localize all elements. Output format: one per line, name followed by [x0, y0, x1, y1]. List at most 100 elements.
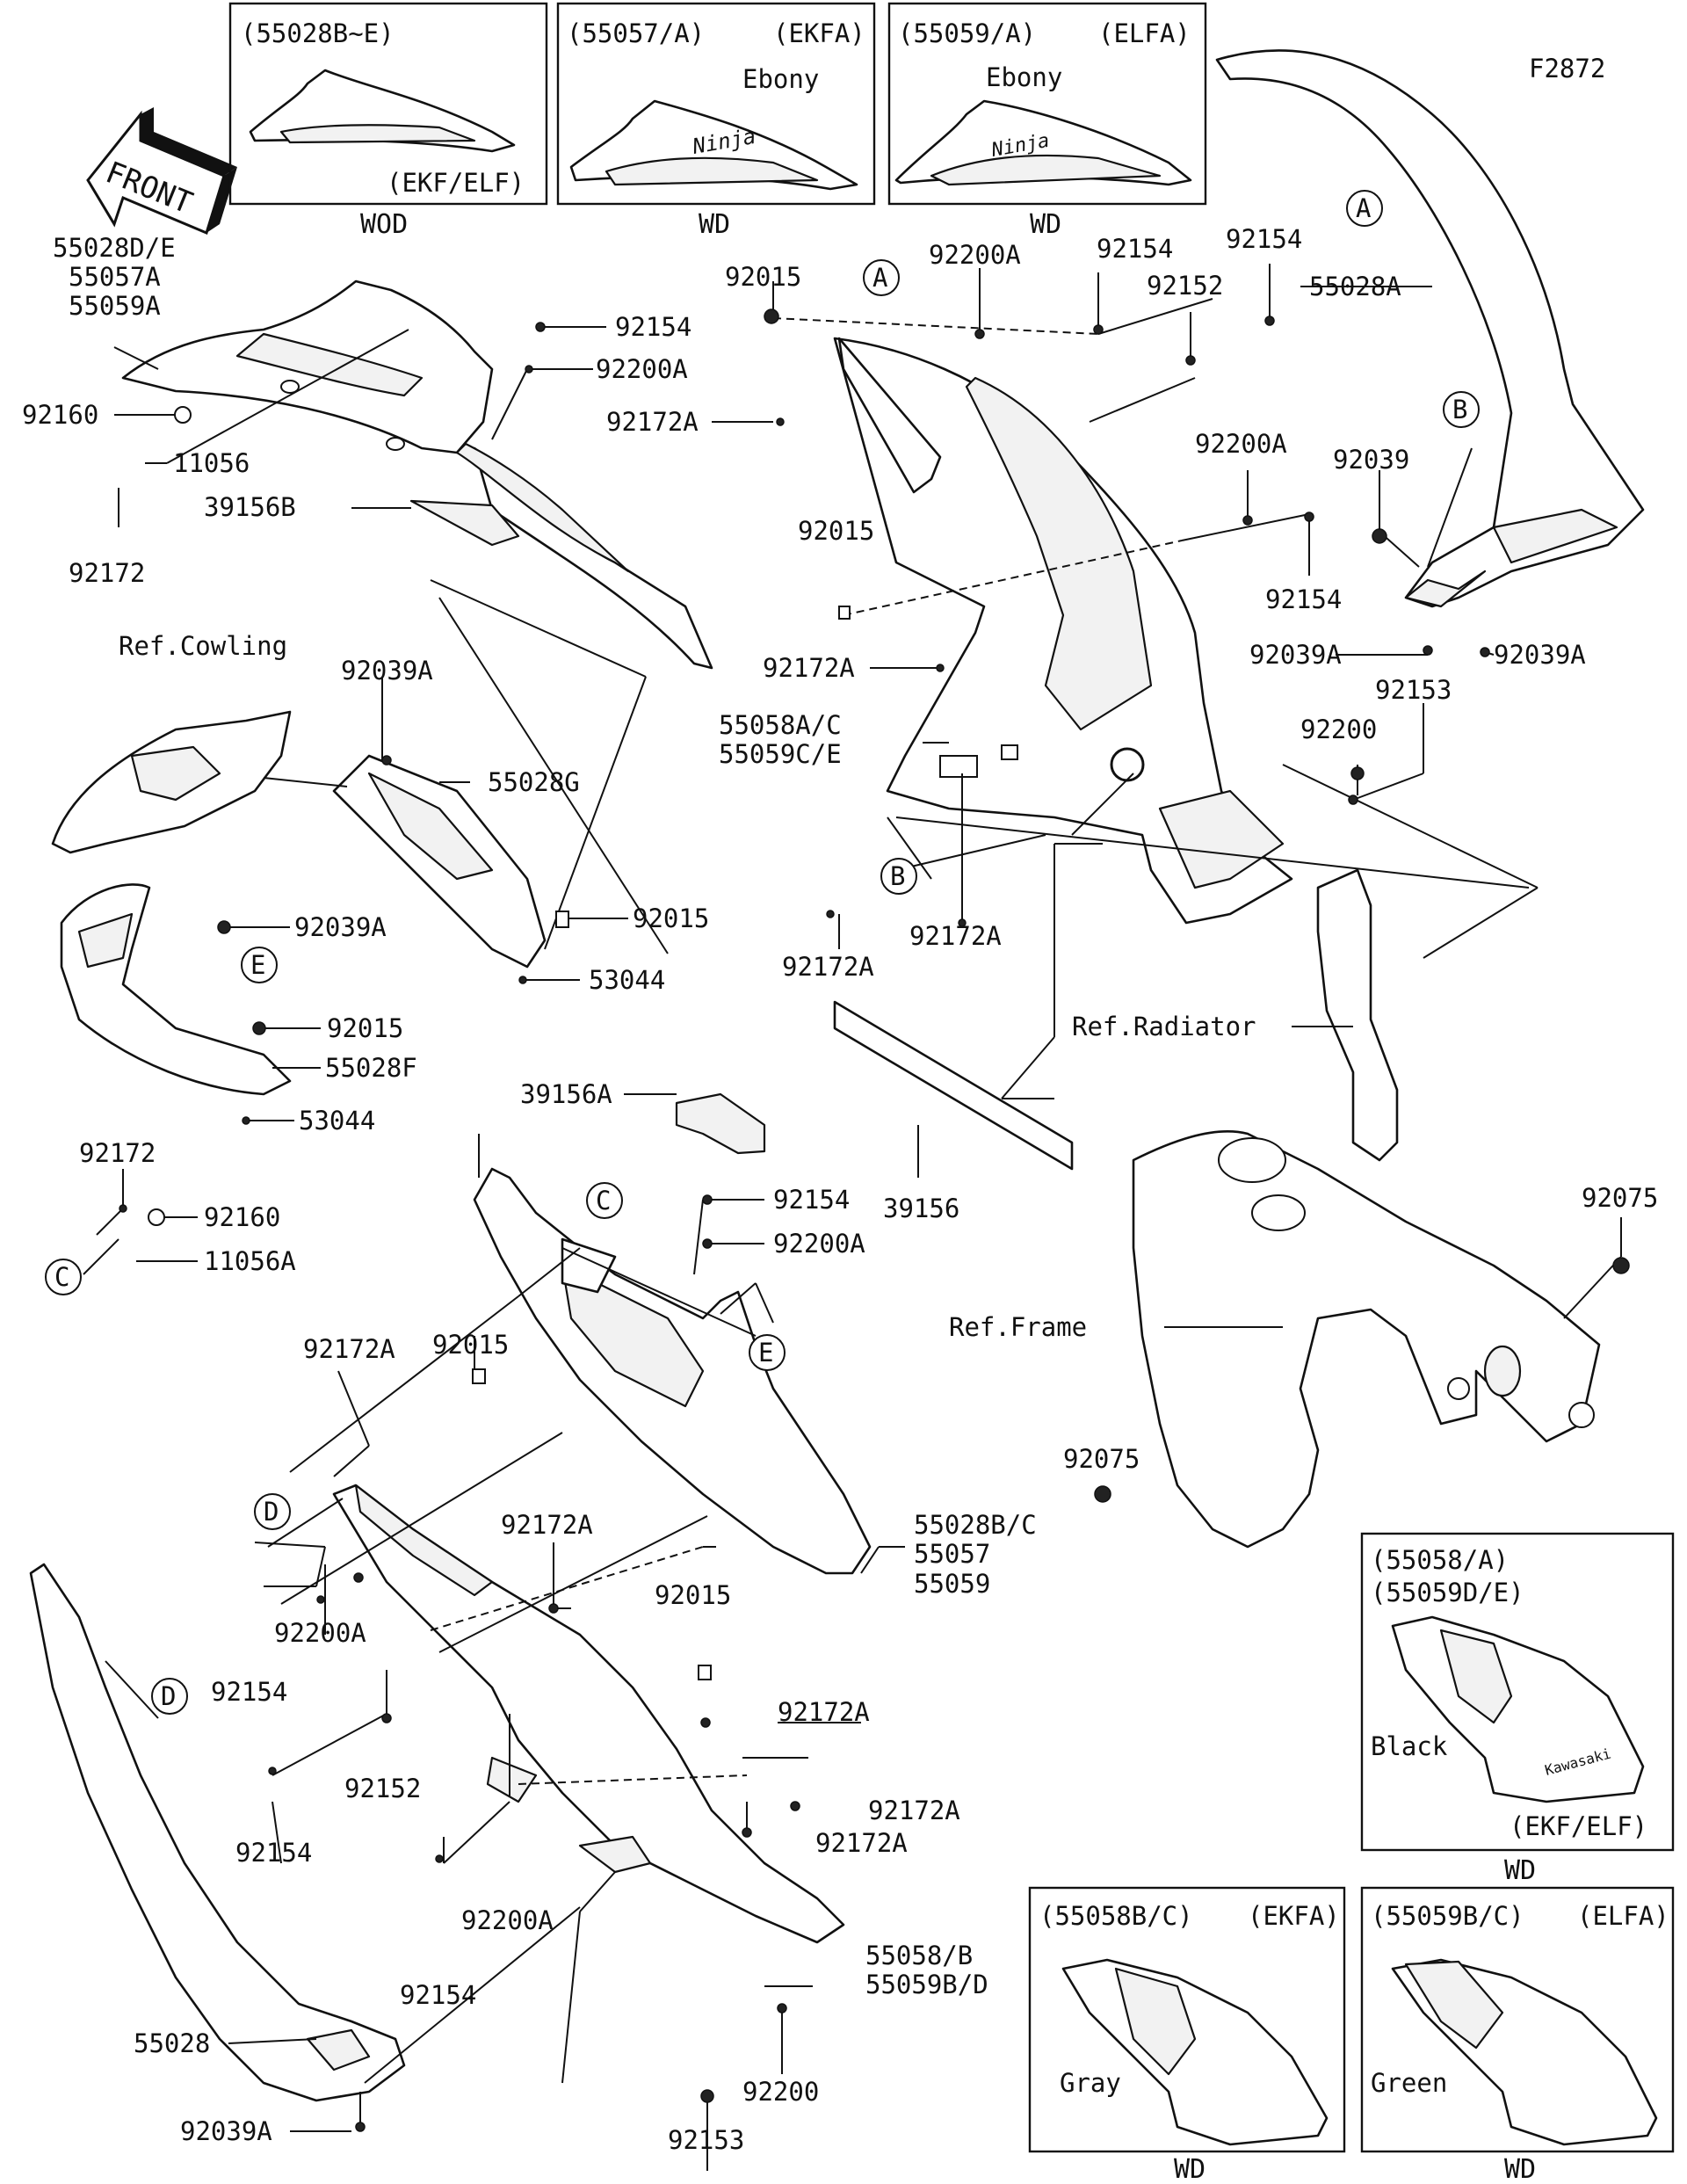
label-ref-radiator: Ref.Radiator [1072, 1012, 1256, 1041]
label-92039: 92039 [1333, 445, 1409, 475]
callout-c-1: C [586, 1182, 623, 1219]
callout-e-2: E [749, 1334, 786, 1371]
label-92172a-f: 92172A [501, 1510, 593, 1540]
label-53044-b: 53044 [299, 1106, 375, 1136]
part-labels: 55028D/E 55057A 55059A 92160 11056 92172… [22, 224, 1658, 2155]
svg-text:B: B [890, 861, 905, 891]
box5-header-right: (EKFA) [1248, 1901, 1340, 1931]
box1-header: (55028B~E) [241, 18, 395, 48]
label-92172-a: 92172 [69, 558, 145, 588]
label-11056: 11056 [173, 448, 250, 478]
callout-d-2: D [151, 1678, 188, 1715]
label-55059bd: 55059B/D [865, 1970, 988, 1999]
label-92154-a: 92154 [615, 312, 691, 342]
label-92039a-c: 92039A [341, 656, 433, 686]
label-55058ac: 55058A/C [719, 710, 842, 740]
label-92039a-d: 92039A [294, 912, 387, 942]
box4-color: Black [1371, 1731, 1448, 1761]
box6-header-right: (ELFA) [1577, 1901, 1669, 1931]
label-39156: 39156 [883, 1194, 959, 1223]
box6-color: Green [1371, 2068, 1447, 2098]
label-55028: 55028 [134, 2028, 210, 2058]
callout-a-2: A [1346, 190, 1383, 227]
label-92015-f: 92015 [655, 1580, 731, 1610]
box5-color: Gray [1060, 2068, 1121, 2098]
box1-caption: WOD [360, 209, 408, 240]
label-92200a-b: 92200A [929, 240, 1021, 270]
label-92075-b: 92075 [1063, 1444, 1140, 1474]
box2-caption: WD [699, 209, 730, 240]
lower-trim [29, 1563, 406, 2102]
svg-text:A: A [1356, 193, 1371, 223]
label-92153-a: 92153 [1375, 675, 1452, 705]
label-39156b: 39156B [204, 492, 296, 522]
label-92015-c: 92015 [633, 903, 709, 933]
svg-text:D: D [264, 1497, 279, 1527]
label-92200a-a: 92200A [596, 354, 688, 384]
callout-b-1: B [1443, 391, 1480, 428]
label-92154-h: 92154 [400, 1980, 476, 2010]
box2-header-left: (55057/A) [567, 18, 705, 48]
label-ref-frame: Ref.Frame [949, 1312, 1087, 1342]
label-92160-a: 92160 [22, 400, 98, 430]
part-39156b [409, 499, 520, 547]
part-39156a [675, 1092, 766, 1155]
upper-cowl-front [121, 279, 713, 670]
label-55028g: 55028G [488, 767, 580, 797]
label-92200a-c: 92200A [1195, 429, 1287, 459]
box2-color: Ebony [742, 64, 819, 94]
callout-a-1: A [863, 259, 900, 296]
lower-cowl [332, 1484, 845, 1944]
label-92154-f: 92154 [211, 1677, 287, 1707]
svg-text:E: E [250, 950, 265, 980]
box6-caption: WD [1504, 2154, 1536, 2180]
svg-text:C: C [596, 1186, 611, 1215]
box3-color: Ebony [986, 62, 1062, 92]
label-55057a: 55057A [69, 262, 161, 292]
label-92152-b: 92152 [344, 1774, 421, 1803]
label-92154-e: 92154 [773, 1185, 850, 1215]
ref-radiator-shape [1316, 868, 1399, 1162]
ref-frame-shape [1132, 1130, 1601, 1549]
label-92153-b: 92153 [668, 2125, 744, 2155]
variant-box-6: (55059B/C) (ELFA) Green WD [1360, 1886, 1675, 2184]
label-92200a-d: 92200A [773, 1229, 865, 1259]
box3-header-right: (ELFA) [1098, 18, 1191, 48]
svg-text:C: C [54, 1262, 69, 1292]
part-55028g [332, 754, 547, 969]
label-55028bc: 55028B/C [914, 1510, 1037, 1540]
label-92039a-e: 92039A [180, 2116, 272, 2146]
label-92039a-b: 92039A [1494, 640, 1586, 670]
part-39156-sticker [833, 1000, 1074, 1171]
part-55028f [60, 883, 292, 1096]
label-92154-c: 92154 [1226, 224, 1302, 254]
svg-text:A: A [872, 263, 887, 293]
label-55057: 55057 [914, 1539, 990, 1569]
label-55028a: 55028A [1309, 272, 1401, 301]
box4-sub: (EKF/ELF) [1510, 1811, 1647, 1841]
label-92154-d: 92154 [1265, 584, 1342, 614]
label-92015-b: 92015 [798, 516, 874, 546]
box4-caption: WD [1504, 1855, 1536, 1886]
label-92172a-b: 92172A [763, 653, 855, 683]
box6-header-left: (55059B/C) [1371, 1901, 1524, 1931]
upper-trim-right [1215, 49, 1645, 608]
leader-lines [83, 264, 1622, 2171]
variant-box-3: (55059/A) (ELFA) Ebony Ninja WD [887, 2, 1207, 240]
svg-text:E: E [758, 1338, 773, 1368]
callout-e-1: E [241, 947, 278, 983]
label-55059: 55059 [914, 1569, 990, 1599]
svg-text:B: B [1452, 395, 1467, 424]
label-92172a-d: 92172A [909, 921, 1002, 951]
label-92154-g: 92154 [235, 1838, 312, 1868]
callout-d-1: D [254, 1493, 291, 1530]
fastener-glyphs [119, 308, 1630, 2132]
callout-c-2: C [45, 1259, 82, 1295]
variant-box-2: (55057/A) (EKFA) Ebony Ninja WD [556, 2, 876, 240]
label-92172a-i: 92172A [815, 1828, 908, 1858]
label-92152-a: 92152 [1147, 271, 1223, 301]
label-53044-a: 53044 [589, 965, 665, 995]
label-92172a-g: 92172A [778, 1697, 870, 1727]
